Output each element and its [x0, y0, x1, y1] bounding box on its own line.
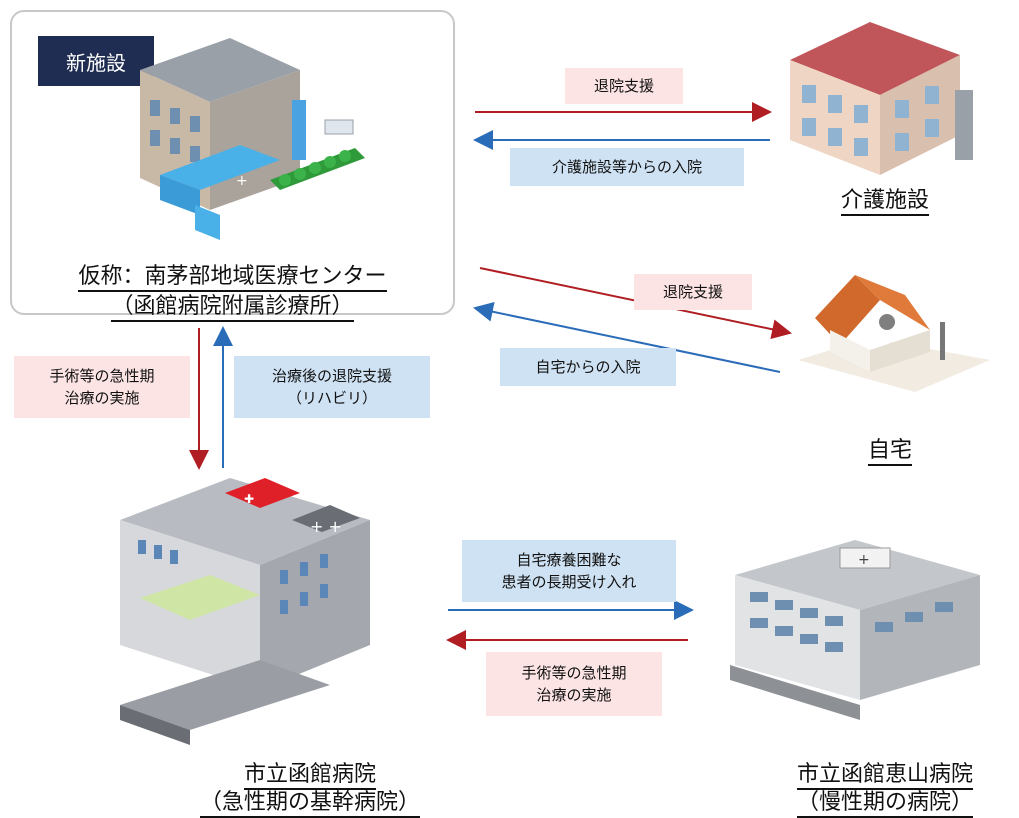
hakodate-hospital-name: 市立函館病院 （急性期の基幹病院）	[120, 762, 500, 818]
svg-text:+ +: + +	[310, 517, 342, 536]
new-facility-tag: 新施設	[38, 36, 154, 86]
label-from-hospital: 治療後の退院支援 （リハビリ）	[234, 356, 430, 418]
label-to-care: 退院支援	[565, 68, 683, 104]
label-to-home: 退院支援	[634, 274, 752, 310]
esan-hospital-name: 市立函館恵山病院 （慢性期の病院）	[760, 762, 1010, 818]
care-facility-name: 介護施設	[820, 186, 950, 216]
label-to-esan: 自宅療養困難な 患者の長期受け入れ	[462, 540, 676, 602]
label-to-hospital: 手術等の急性期 治療の実施	[14, 356, 190, 418]
label-from-esan: 手術等の急性期 治療の実施	[486, 652, 662, 716]
label-from-home: 自宅からの入院	[500, 348, 676, 386]
home-name: 自宅	[850, 436, 930, 466]
new-facility-name: 仮称：南茅部地域医療センター （函館病院附属診療所）	[20, 262, 445, 322]
label-from-care: 介護施設等からの入院	[510, 148, 744, 186]
svg-text:+: +	[858, 552, 870, 568]
svg-text:✚: ✚	[244, 492, 254, 506]
